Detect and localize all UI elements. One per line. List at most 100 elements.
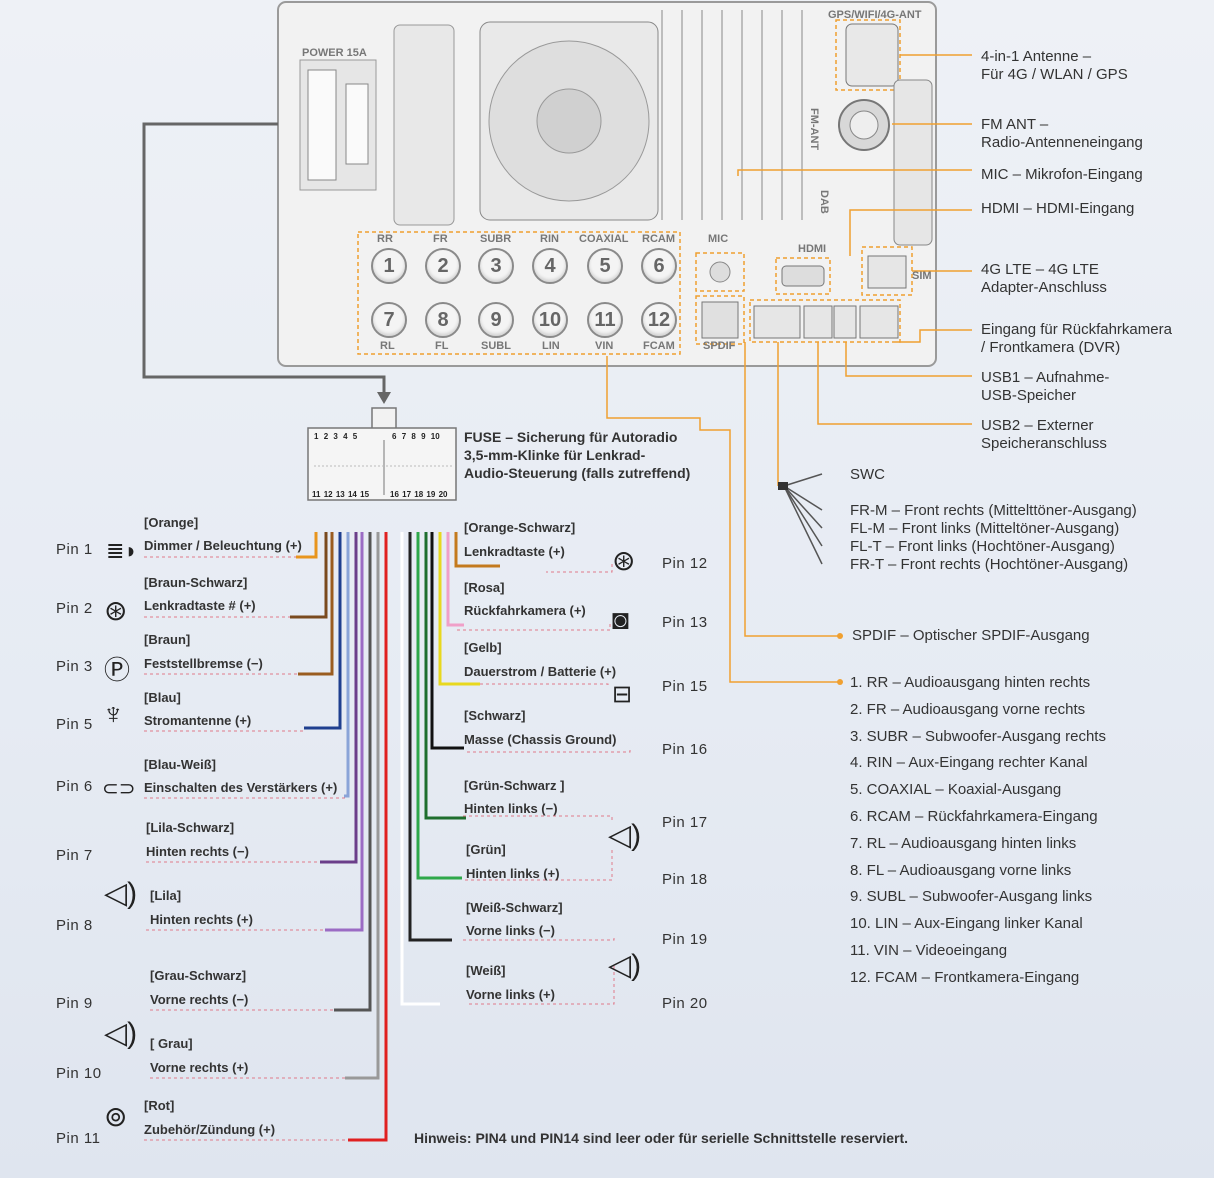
pin-function: Hinten rechts (−) xyxy=(146,844,249,859)
pin-label: Pin 15 xyxy=(662,678,708,695)
mic-label: MIC xyxy=(708,233,729,245)
rca-port: 10 xyxy=(532,302,568,338)
fm-label: FM-ANT xyxy=(808,108,820,151)
rca-port: 2 xyxy=(425,248,461,284)
pin-label: Pin 9 xyxy=(56,995,93,1012)
pin-function: Masse (Chassis Ground) xyxy=(464,732,617,747)
port-label: SUBR xyxy=(480,233,512,245)
swc-item: FL-M – Front links (Mitteltöner-Ausgang) xyxy=(850,520,1120,537)
callout-antenna: 4-in-1 Antenne –Für 4G / WLAN / GPS xyxy=(981,48,1128,83)
port-label: SUBL xyxy=(481,340,511,352)
rca-list-item: 3. SUBR – Subwoofer-Ausgang rechts xyxy=(850,728,1106,745)
pin-function: Dauerstrom / Batterie (+) xyxy=(464,664,617,679)
pin-label: Pin 12 xyxy=(662,555,708,572)
rca-list-item: 7. RL – Audioausgang hinten links xyxy=(850,835,1077,852)
callout-camera: Eingang für Rückfahrkamera/ Frontkamera … xyxy=(981,321,1172,356)
wire-color: [Lila] xyxy=(150,888,182,903)
rca-list-item: 8. FL – Audioausgang vorne links xyxy=(850,862,1072,879)
port-label: RCAM xyxy=(642,233,675,245)
pin-label: Pin 20 xyxy=(662,995,708,1012)
pin-label: Pin 19 xyxy=(662,931,708,948)
wire-color: [Gelb] xyxy=(464,640,502,655)
pin-function: Hinten rechts (+) xyxy=(150,912,253,927)
pin-function: Zubehör/Zündung (+) xyxy=(144,1122,276,1137)
wire-color: [Grau-Schwarz] xyxy=(150,968,247,983)
pin-function: Lenkradtaste (+) xyxy=(464,544,565,559)
antenna-label: GPS/WIFI/4G-ANT xyxy=(828,9,922,21)
wire-color: [Rot] xyxy=(144,1098,175,1113)
wire-color: [Weiß-Schwarz] xyxy=(466,900,563,915)
amplifier-icon: ⊂⊃ xyxy=(102,778,136,800)
rca-port: 4 xyxy=(532,248,568,284)
rca-port: 5 xyxy=(587,248,623,284)
antenna-icon: ♆ xyxy=(102,698,125,731)
port-label: RL xyxy=(380,340,395,352)
pin-label: Pin 2 xyxy=(56,600,93,617)
callout-fm: FM ANT –Radio-Antenneneingang xyxy=(981,116,1143,151)
rca-list-item: 11. VIN – Videoeingang xyxy=(850,942,1008,959)
pin-function: Feststellbremse (−) xyxy=(144,656,263,671)
pin-label: Pin 16 xyxy=(662,741,708,758)
light-icon: ≣◗ xyxy=(106,538,138,563)
rca-list-item: 5. COAXIAL – Koaxial-Ausgang xyxy=(850,781,1062,798)
wire-color: [Blau-Weiß] xyxy=(144,757,216,772)
sim-label: SIM xyxy=(912,270,932,282)
pin-function: Rückfahrkamera (+) xyxy=(464,603,586,618)
connector-pins-top-left: 1 2 3 4 5 xyxy=(314,432,358,441)
swc-item: FL-T – Front links (Hochtöner-Ausgang) xyxy=(850,538,1115,555)
pin-function: Vorne links (+) xyxy=(466,987,555,1002)
steering-wheel-icon: ⊛ xyxy=(104,595,128,626)
connector-pins-top-right: 6 7 8 9 10 xyxy=(392,432,440,441)
rca-list-item: 9. SUBL – Subwoofer-Ausgang links xyxy=(850,888,1093,905)
rca-block xyxy=(357,231,681,355)
swc-label: SWC xyxy=(850,466,885,483)
port-label: VIN xyxy=(595,340,614,352)
pin-function: Einschalten des Verstärkers (+) xyxy=(144,780,338,795)
port-label: FR xyxy=(433,233,448,245)
callout-hdmi: HDMI – HDMI-Eingang xyxy=(981,200,1135,217)
rca-list-item: 12. FCAM – Frontkamera-Eingang xyxy=(850,969,1080,986)
wire-color: [Grün] xyxy=(466,842,506,857)
rca-list-item: 4. RIN – Aux-Eingang rechter Kanal xyxy=(850,754,1088,771)
spdif-label: SPDIF xyxy=(703,340,736,352)
rca-port: 3 xyxy=(478,248,514,284)
callout-mic: MIC – Mikrofon-Eingang xyxy=(981,166,1143,183)
wire-color: [Grün-Schwarz ] xyxy=(464,778,565,793)
wire-color: [Orange] xyxy=(144,515,199,530)
rca-list-item: 10. LIN – Aux-Eingang linker Kanal xyxy=(850,915,1083,932)
port-label: COAXIAL xyxy=(579,233,629,245)
wire-color: [Orange-Schwarz] xyxy=(464,520,576,535)
pin-label: Pin 7 xyxy=(56,847,93,864)
footnote: Hinweis: PIN4 und PIN14 sind leer oder f… xyxy=(414,1130,909,1146)
connector-pins-bottom-right: 16 17 18 19 20 xyxy=(390,490,448,499)
pin-label: Pin 5 xyxy=(56,716,93,733)
pin-label: Pin 18 xyxy=(662,871,708,888)
wire-color: [Rosa] xyxy=(464,580,505,595)
rca-port: 8 xyxy=(425,302,461,338)
pin-label: Pin 6 xyxy=(56,778,93,795)
pin-function: Lenkradtaste # (+) xyxy=(144,598,256,613)
wire-color: [Braun] xyxy=(144,632,191,647)
pin-label: Pin 11 xyxy=(56,1130,101,1147)
speaker-icon: ◁) xyxy=(104,1017,138,1050)
pin-label: Pin 13 xyxy=(662,614,708,631)
rca-list-item: 6. RCAM – Rückfahrkamera-Eingang xyxy=(850,808,1098,825)
iso-connector xyxy=(307,427,457,501)
rca-port: 9 xyxy=(478,302,514,338)
callout-usb1: USB1 – Aufnahme-USB-Speicher xyxy=(981,369,1110,404)
port-label: RR xyxy=(377,233,393,245)
pin-label: Pin 10 xyxy=(56,1065,102,1082)
rca-port: 7 xyxy=(371,302,407,338)
port-label: FL xyxy=(435,340,449,352)
port-label: LIN xyxy=(542,340,560,352)
wire-color: [Braun-Schwarz] xyxy=(144,575,248,590)
connector-pins-bottom-left: 11 12 13 14 15 xyxy=(312,490,370,499)
battery-icon: ⊟ xyxy=(612,681,633,708)
parking-brake-icon: Ⓟ xyxy=(104,655,131,685)
pin-label: Pin 1 xyxy=(56,541,93,558)
pin-function: Vorne rechts (+) xyxy=(150,1060,249,1075)
power-label: POWER 15A xyxy=(302,47,367,59)
